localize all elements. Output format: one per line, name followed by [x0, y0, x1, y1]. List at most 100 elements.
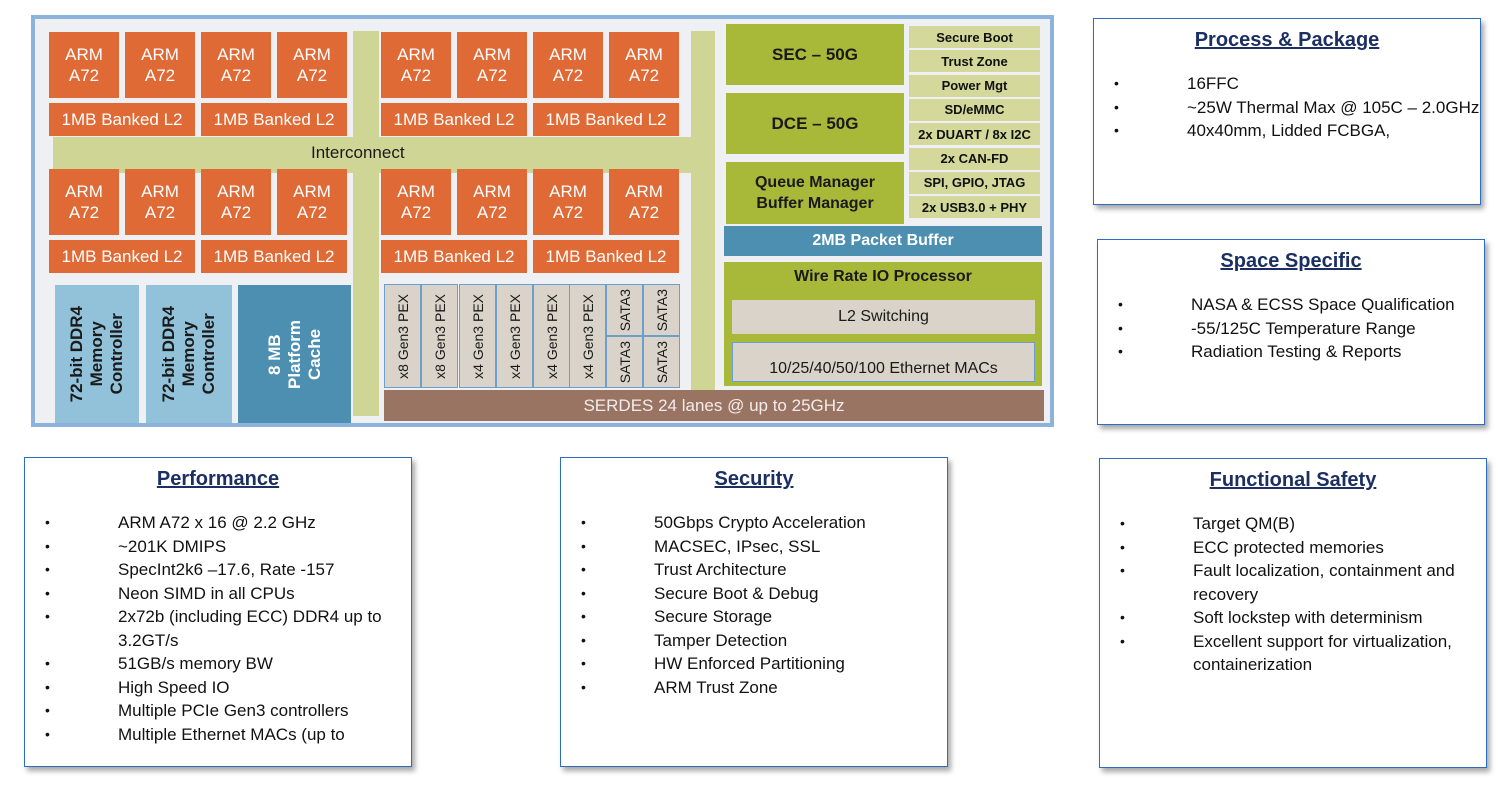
pcie-label: x8 Gen3 PEX — [431, 293, 448, 379]
list-item: • ECC protected memories — [1100, 536, 1486, 560]
bullet-icon: • — [581, 561, 586, 577]
card-performance: Performance •ARM A72 x 16 @ 2.2 GHz•~201… — [24, 457, 412, 767]
bullet-icon: • — [1120, 562, 1125, 578]
bullet-icon: • — [1118, 296, 1123, 312]
card-title: Process & Package — [1194, 29, 1380, 51]
card-functional-safety: Functional Safety •Target QM(B)•ECC prot… — [1099, 458, 1487, 768]
card-title: Security — [714, 468, 794, 490]
bullet-icon: • — [581, 537, 586, 554]
l2-cache: 1MB Banked L2 — [533, 103, 679, 136]
l2-cache: 1MB Banked L2 — [201, 240, 347, 273]
list-item: • Trust Architecture — [561, 558, 947, 582]
arm-a72-core: ARM A72 — [125, 32, 195, 98]
bullet-icon: • — [1114, 98, 1119, 115]
list-item: •50Gbps Crypto Acceleration — [561, 511, 947, 535]
list-item-text: ECC protected memories — [1193, 537, 1384, 557]
pcie-controller: x4 Gen3 PEX — [496, 284, 533, 388]
arm-a72-core: ARM A72 — [381, 32, 451, 98]
wire-rate-io-processor: Wire Rate IO Processor L2 Switching 10/2… — [724, 262, 1042, 386]
memory-controller-2: 72-bit DDR4 Memory Controller — [146, 285, 232, 423]
bullet-icon: • — [45, 514, 50, 530]
bullet-icon: • — [581, 514, 586, 530]
bullet-icon: • — [581, 608, 586, 624]
arm-a72-core: ARM A72 — [201, 32, 271, 98]
bullet-icon: • — [45, 678, 50, 695]
pcie-label: x4 Gen3 PEX — [543, 293, 560, 379]
arm-a72-core: ARM A72 — [277, 169, 347, 235]
list-item: •ARM Trust Zone — [561, 676, 947, 700]
card-security: Security •50Gbps Crypto Acceleration•MAC… — [560, 457, 948, 767]
interconnect-vertical-center — [353, 31, 379, 416]
bullet-icon: • — [581, 678, 586, 695]
list-item-text: Trust Architecture — [654, 560, 787, 579]
bullet-icon: • — [581, 655, 586, 671]
peripheral-block: SPI, GPIO, JTAG — [909, 171, 1040, 194]
io-processor-title: Wire Rate IO Processor — [794, 268, 972, 285]
card-space-specific: Space Specific • NASA & ECSS Space Qualif… — [1097, 239, 1485, 425]
arm-a72-core: ARM A72 — [533, 169, 603, 235]
interconnect-label: Interconnect — [311, 143, 405, 162]
sata-controller: SATA3 — [643, 284, 680, 336]
list-item-text: Multiple Ethernet MACs (up to — [118, 724, 345, 744]
list-item: • ~201K DMIPS — [25, 535, 411, 559]
l2-cache: 1MB Banked L2 — [381, 103, 527, 136]
card-list: • NASA & ECSS Space Qualification • -55/125… — [1098, 293, 1484, 364]
sata-controller: SATA3 — [643, 336, 680, 388]
memory-controller-1: 72-bit DDR4 Memory Controller — [55, 285, 139, 423]
bullet-icon: • — [1118, 319, 1123, 336]
card-list: •16FFC•~25W Thermal Max @ 105C – 2.0GHz•… — [1094, 72, 1480, 143]
list-item-text: 51GB/s memory BW — [118, 654, 273, 673]
bullet-icon: • — [45, 584, 50, 601]
interconnect-horizontal — [53, 137, 713, 173]
packet-buffer: 2MB Packet Buffer — [724, 226, 1042, 256]
bullet-icon: • — [1120, 632, 1125, 649]
list-item: •2x72b (including ECC) DDR4 up to 3.2GT/… — [25, 605, 411, 652]
peripheral-block: Power Mgt — [909, 74, 1040, 97]
pcie-controller: x4 Gen3 PEX — [459, 284, 496, 388]
platform-cache: 8 MB Platform Cache — [238, 285, 351, 423]
list-item-text: Multiple PCIe Gen3 controllers — [118, 701, 349, 720]
peripheral-block: 2x DUART / 8x I2C — [909, 123, 1040, 146]
pcie-label: x4 Gen3 PEX — [506, 293, 523, 379]
sata-label: SATA3 — [653, 340, 670, 384]
list-item: •Soft lockstep with determinism — [1100, 606, 1486, 630]
list-item-text: NASA & ECSS Space Qualification — [1191, 295, 1455, 314]
sata-label: SATA3 — [653, 288, 670, 332]
card-list: •50Gbps Crypto Acceleration•MACSEC, IPse… — [561, 511, 947, 699]
list-item-text: -55/125C Temperature Range — [1191, 318, 1416, 338]
list-item-text: SpecInt2k6 –17.6, Rate -157 — [118, 560, 335, 579]
bullet-icon: • — [45, 655, 50, 671]
sata-label: SATA3 — [616, 288, 633, 332]
l2-cache: 1MB Banked L2 — [533, 240, 679, 273]
list-item: •Target QM(B) — [1100, 512, 1486, 536]
bullet-icon: • — [1114, 122, 1119, 138]
bullet-icon: • — [1120, 538, 1125, 555]
list-item: • NASA & ECSS Space Qualification — [1098, 293, 1484, 317]
list-item-text: HW Enforced Partitioning — [654, 654, 845, 673]
list-item-text: ARM A72 x 16 @ 2.2 GHz — [118, 513, 316, 532]
card-list: •Target QM(B)•ECC protected memories•Fau… — [1100, 512, 1486, 677]
bullet-icon: • — [581, 631, 586, 648]
list-item: •40x40mm, Lidded FCBGA, — [1094, 119, 1480, 143]
card-process-package: Process & Package •16FFC•~25W Thermal Ma… — [1093, 18, 1481, 205]
list-item: •~25W Thermal Max @ 105C – 2.0GHz — [1094, 96, 1480, 120]
list-item-text: Tamper Detection — [654, 630, 788, 650]
list-item-text: High Speed IO — [118, 677, 230, 697]
peripheral-block: Secure Boot — [909, 26, 1040, 48]
arm-a72-core: ARM A72 — [277, 32, 347, 98]
card-list: •ARM A72 x 16 @ 2.2 GHz•~201K DMIPS•Spec… — [25, 511, 411, 746]
sata-label: SATA3 — [616, 340, 633, 384]
list-item-text: Soft lockstep with determinism — [1193, 608, 1423, 627]
card-title: Space Specific — [1220, 250, 1362, 272]
list-item: • ARM A72 x 16 @ 2.2 GHz — [25, 511, 411, 535]
bullet-icon: • — [1120, 515, 1125, 531]
list-item: •SpecInt2k6 –17.6, Rate -157 — [25, 558, 411, 582]
list-item-text: ~201K DMIPS — [118, 536, 227, 556]
sec-engine: SEC – 50G — [726, 24, 904, 85]
list-item-text: Radiation Testing & Reports — [1191, 342, 1402, 361]
pcie-label: x4 Gen3 PEX — [579, 293, 596, 379]
l2-cache: 1MB Banked L2 — [201, 103, 347, 136]
list-item-text: 2x72b (including ECC) DDR4 up to 3.2GT/s — [118, 607, 382, 650]
bullet-icon: • — [45, 537, 50, 554]
